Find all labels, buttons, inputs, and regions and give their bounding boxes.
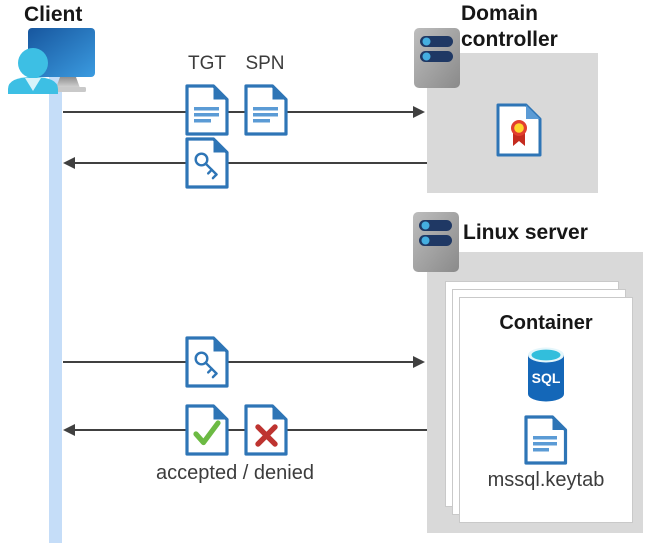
client-lifeline	[49, 74, 62, 543]
x-glyph	[255, 424, 278, 447]
spn-label: SPN	[245, 53, 285, 74]
person-icon	[8, 48, 58, 94]
arrow-auth-result-head	[63, 424, 75, 436]
certificate-document-icon	[496, 103, 542, 157]
denied-document-icon	[244, 404, 288, 456]
arrow-request-tickets	[63, 111, 414, 113]
tgt-label: TGT	[188, 53, 226, 74]
accepted-denied-label: accepted / denied	[156, 462, 314, 484]
key-glyph	[194, 152, 218, 180]
keytab-label: mssql.keytab	[487, 469, 605, 491]
domain-controller-label: Domain controller	[461, 2, 558, 51]
client-label: Client	[24, 3, 83, 26]
domain-controller-server-icon	[414, 28, 460, 88]
arrow-ticket-granted-head	[63, 157, 75, 169]
certificate-ribbon	[513, 132, 525, 146]
sql-icon-label: SQL	[532, 370, 561, 386]
spn-document-icon	[244, 84, 288, 136]
tgt-document-icon	[185, 84, 229, 136]
keytab-document-icon	[524, 415, 568, 465]
container-label: Container	[499, 312, 593, 334]
arrow-request-tickets-head	[413, 106, 425, 118]
check-glyph	[193, 420, 221, 446]
accepted-document-icon	[185, 404, 229, 456]
linux-server-icon	[413, 212, 459, 272]
arrow-present-ticket	[63, 361, 414, 363]
arrow-present-ticket-head	[413, 356, 425, 368]
arrow-ticket-granted	[74, 162, 427, 164]
presented-key-document-icon	[185, 336, 229, 388]
client-device-icon	[8, 28, 95, 94]
linux-server-label: Linux server	[463, 221, 588, 244]
monitor-stand	[56, 77, 80, 88]
ticket-key-document-icon	[185, 137, 229, 189]
container-card: Container SQL mssql.keytab	[459, 297, 633, 523]
sql-database-icon: SQL	[528, 347, 564, 402]
key-glyph	[194, 351, 218, 379]
monitor-base	[53, 87, 86, 92]
